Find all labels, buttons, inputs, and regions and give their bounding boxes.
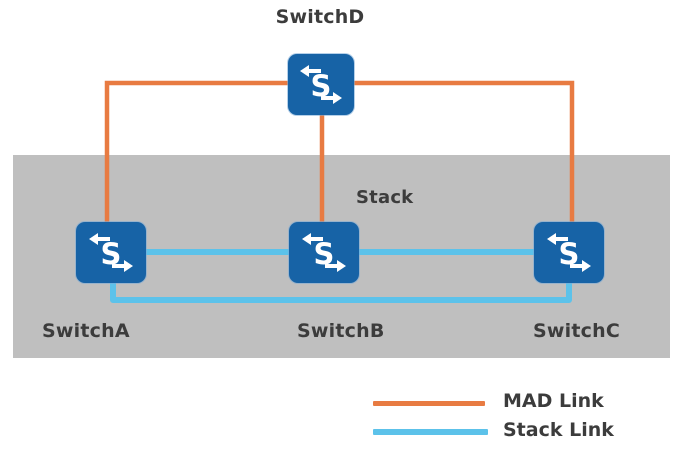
left-arrow-icon bbox=[300, 65, 321, 77]
switch-node-switcha[interactable]: S bbox=[76, 222, 146, 283]
switch-icon: S bbox=[547, 233, 591, 272]
left-arrow-icon bbox=[302, 233, 323, 245]
left-arrow-icon bbox=[547, 233, 568, 245]
switch-node-switchc[interactable]: S bbox=[534, 222, 604, 283]
legend: MAD Link Stack Link bbox=[370, 388, 670, 450]
right-arrow-icon bbox=[325, 260, 346, 272]
mad-link-d-a bbox=[104, 80, 300, 236]
mad-link-group bbox=[104, 80, 575, 236]
right-arrow-icon bbox=[570, 260, 591, 272]
switch-node-switchb[interactable]: S bbox=[289, 222, 359, 283]
node-label-switchb: SwitchB bbox=[297, 320, 385, 342]
letter-s-icon: S bbox=[559, 237, 580, 271]
letter-s-icon: S bbox=[311, 69, 332, 103]
right-arrow-icon bbox=[112, 260, 133, 272]
letter-s-icon: S bbox=[314, 237, 335, 271]
node-label-switcha: SwitchA bbox=[42, 320, 130, 342]
stack-link-group bbox=[110, 249, 572, 303]
letter-s-icon: S bbox=[101, 237, 122, 271]
stack-link-a-c bbox=[110, 276, 572, 303]
stack-region-label: Stack bbox=[356, 187, 414, 208]
mad-link-d-c bbox=[345, 80, 575, 236]
left-arrow-icon bbox=[89, 233, 110, 245]
legend-swatch-mad-link bbox=[373, 401, 485, 406]
switch-icon: S bbox=[302, 233, 346, 272]
node-label-switchc: SwitchC bbox=[533, 320, 620, 342]
legend-item-stack-link: Stack Link bbox=[370, 419, 670, 447]
right-arrow-icon bbox=[321, 92, 342, 104]
legend-swatch-stack-link bbox=[373, 429, 488, 435]
switch-icon: S bbox=[89, 233, 133, 272]
legend-label-mad-link: MAD Link bbox=[503, 390, 604, 412]
switch-icon: S bbox=[300, 65, 342, 104]
legend-item-mad-link: MAD Link bbox=[370, 390, 670, 418]
legend-label-stack-link: Stack Link bbox=[503, 419, 614, 441]
node-label-switchd: SwitchD bbox=[275, 6, 365, 28]
switch-node-switchd[interactable]: S bbox=[288, 54, 354, 115]
